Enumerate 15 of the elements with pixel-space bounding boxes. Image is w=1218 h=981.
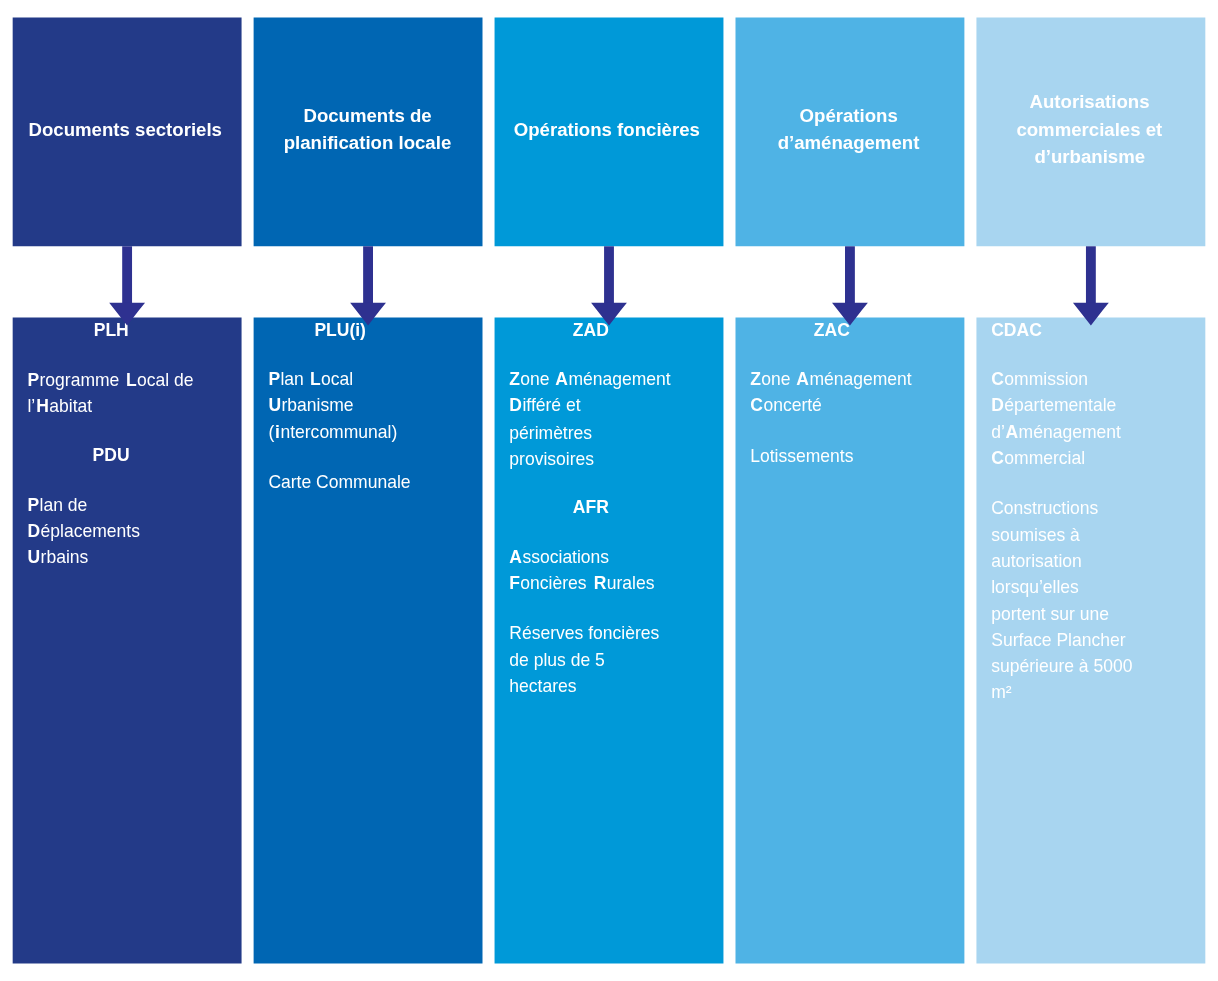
arrow [109,246,146,326]
node-box: Documents de planification locale [253,17,483,247]
node-box: PLU(i) Plan Local Urbanisme (intercommunal) Carte Communale [253,317,483,964]
node-box: Opérations foncières [494,17,724,247]
node-box: PLH Programme Local de l’Habitat PDU Plan de Déplacements Urbains [12,317,242,964]
node-box: CDAC Commission Départementale d’Aménagement Commercial Constructions soumises à autorisation lorsqu’elles portent sur une Surface Plancher supérieure à 5000 m² [976,317,1206,964]
node-box: ZAD Zone Aménagement Différé et périmètres provisoires AFR Associations Foncières Rurales Réserves foncières de plus de 5 hectares [494,317,724,964]
arrow [350,246,386,326]
node-box: ZAC Zone Aménagement Concerté Lotissements [735,317,965,964]
arrow [591,246,627,326]
node-box: Autorisations commerciales et d’urbanisme [976,17,1206,247]
arrow [1072,246,1109,326]
node-box: Opérations d’aménagement [735,17,965,247]
node-box: Documents sectoriels [12,17,242,247]
arrow [832,246,868,326]
